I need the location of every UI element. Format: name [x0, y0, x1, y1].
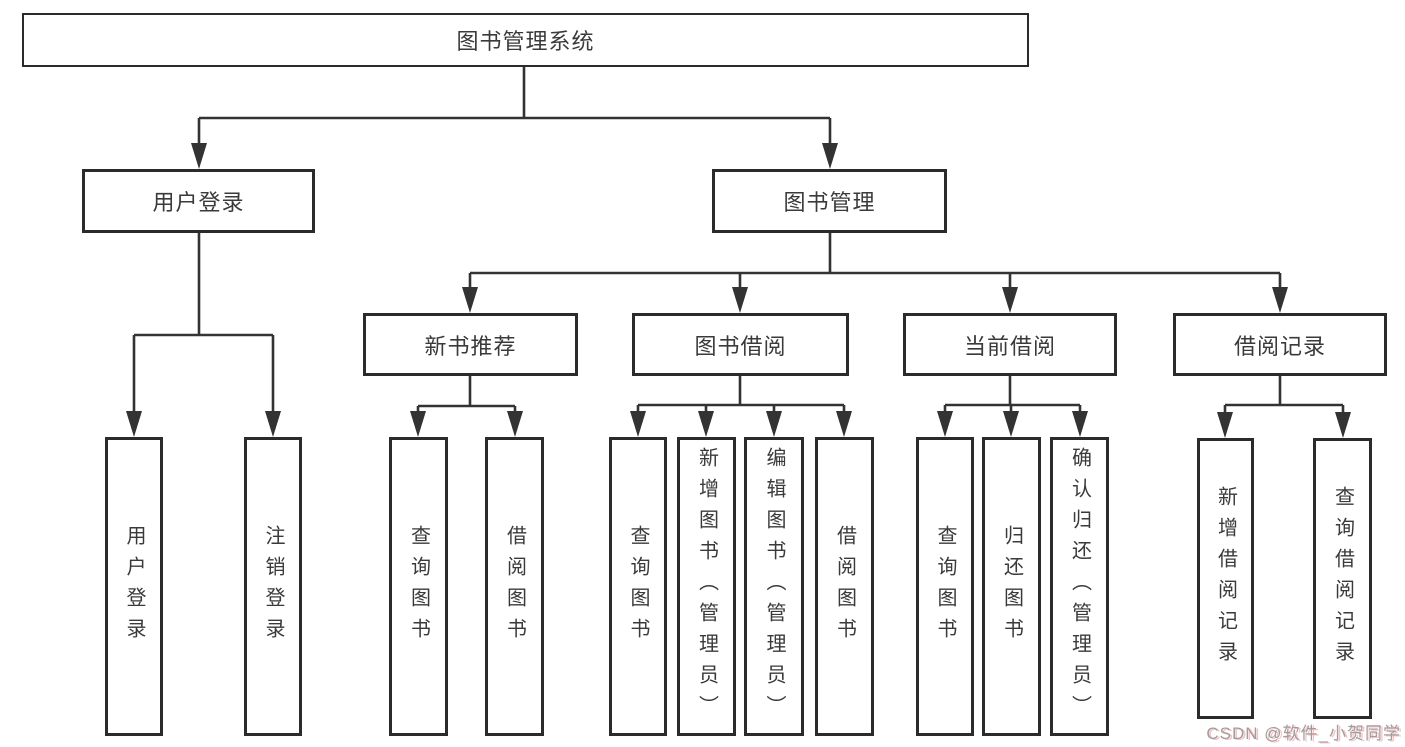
- leaf-query-books-recommend: 查询图书: [389, 437, 448, 736]
- leaf-borrow-books: 借阅图书: [815, 437, 874, 736]
- arrowhead-icon: [630, 411, 646, 437]
- arrowhead-icon: [265, 411, 281, 437]
- node-user-login: 用户登录: [82, 169, 315, 233]
- arrowhead-icon: [410, 411, 426, 437]
- leaf-add-borrow-record: 新增借阅记录: [1197, 438, 1254, 719]
- arrowhead-icon: [1272, 287, 1288, 313]
- arrowhead-icon: [1217, 412, 1233, 438]
- arrowhead-icon: [126, 411, 142, 437]
- leaf-logout: 注销登录: [244, 437, 302, 736]
- arrowhead-icon: [1335, 412, 1351, 438]
- arrowhead-icon: [462, 287, 478, 313]
- arrowhead-icon: [1002, 287, 1018, 313]
- leaf-query-borrow-record: 查询借阅记录: [1313, 438, 1372, 719]
- leaf-query-books-current: 查询图书: [916, 437, 974, 736]
- arrowhead-icon: [822, 143, 838, 169]
- leaf-borrow-books-recommend: 借阅图书: [485, 437, 544, 736]
- node-book-management: 图书管理: [712, 169, 947, 233]
- leaf-query-books-borrow: 查询图书: [609, 437, 667, 736]
- leaf-edit-books-admin: 编辑图书（管理员）: [744, 437, 804, 736]
- edge-lines: [132, 67, 1345, 414]
- arrowheads: [126, 143, 1351, 438]
- arrowhead-icon: [1003, 411, 1019, 437]
- node-borrow-record: 借阅记录: [1173, 313, 1387, 376]
- leaf-user-login: 用户登录: [105, 437, 163, 736]
- arrowhead-icon: [507, 411, 523, 437]
- node-root-system: 图书管理系统: [22, 13, 1029, 67]
- arrowhead-icon: [698, 411, 714, 437]
- node-current-borrow: 当前借阅: [903, 313, 1117, 376]
- node-book-borrow: 图书借阅: [632, 313, 849, 376]
- leaf-confirm-return-admin: 确认归还（管理员）: [1050, 437, 1109, 736]
- node-new-book-recommend: 新书推荐: [363, 313, 578, 376]
- arrowhead-icon: [836, 411, 852, 437]
- csdn-watermark: CSDN @软件_小贺同学: [1206, 724, 1401, 743]
- arrowhead-icon: [732, 287, 748, 313]
- leaf-return-books: 归还图书: [982, 437, 1041, 736]
- leaf-add-books-admin: 新增图书（管理员）: [677, 437, 736, 736]
- arrowhead-icon: [937, 411, 953, 437]
- arrowhead-icon: [1072, 411, 1088, 437]
- arrowhead-icon: [766, 411, 782, 437]
- arrowhead-icon: [191, 143, 207, 169]
